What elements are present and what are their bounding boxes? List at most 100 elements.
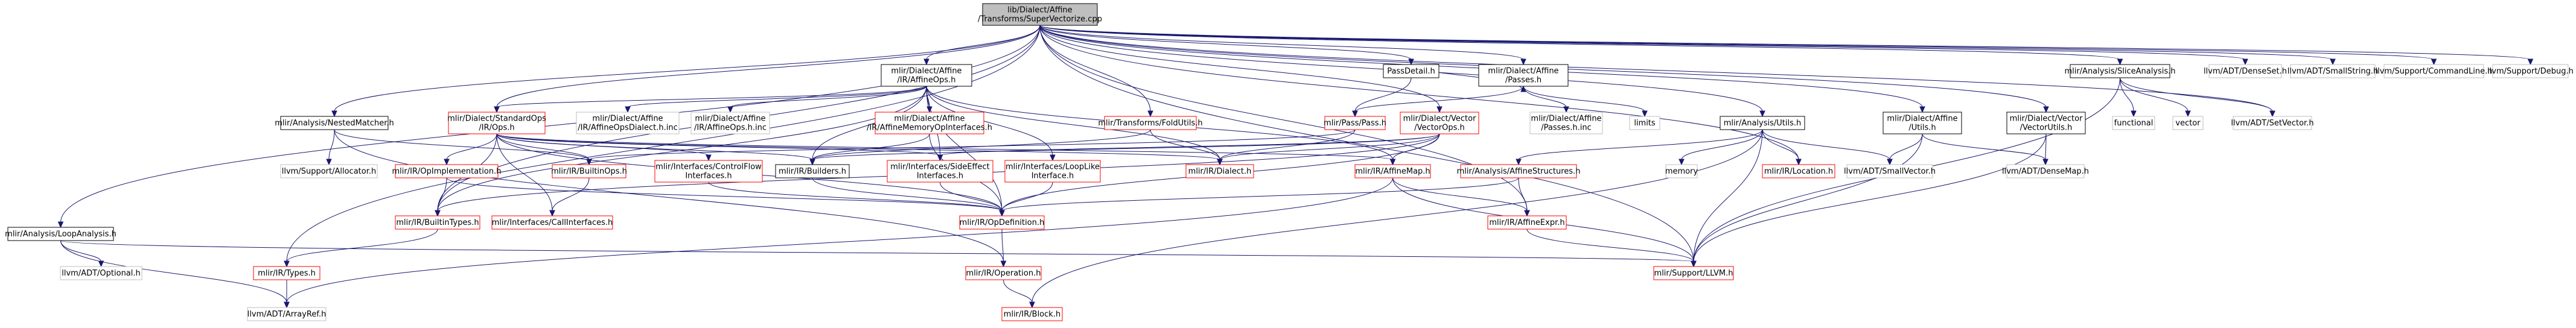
node-label: PassDetail.h <box>1387 67 1435 76</box>
node-passesinc: mlir/Dialect/Affine/Passes.h.inc <box>1529 112 1603 134</box>
edge-root-to-passdetail <box>1039 25 1414 66</box>
node-functional: functional <box>2112 116 2155 130</box>
edge-affinepasses-to-passesinc <box>1523 86 1569 113</box>
node-location[interactable]: mlir/IR/Location.h <box>1762 164 1835 178</box>
node-label: memory <box>1665 167 1698 176</box>
node-affineutils[interactable]: mlir/Dialect/Affine/Utils.h <box>1883 112 1962 134</box>
node-vectorutils[interactable]: mlir/Dialect/Vector/VectorUtils.h <box>2006 112 2086 134</box>
node-nestedmatcher[interactable]: mlir/Analysis/NestedMatcher.h <box>275 116 394 130</box>
node-label: mlir/Pass/Pass.h <box>1324 119 1386 128</box>
edge-affineexpr-to-supportllvm <box>1526 229 1697 268</box>
node-analysisutils[interactable]: mlir/Analysis/Utils.h <box>1720 116 1805 130</box>
node-label: mlir/Interfaces/SideEffect <box>890 163 990 172</box>
node-optional: llvm/ADT/Optional.h <box>60 266 142 280</box>
node-supportllvm[interactable]: mlir/Support/LLVM.h <box>1653 266 1734 280</box>
edge-root-to-affinepasses <box>1039 25 1526 66</box>
node-operation[interactable]: mlir/IR/Operation.h <box>965 266 1042 280</box>
node-vectorops[interactable]: mlir/Dialect/Vector/VectorOps.h <box>1400 112 1479 134</box>
node-label: mlir/Analysis/Utils.h <box>1724 119 1802 128</box>
edge-vectorops-to-sideeffect <box>937 133 1440 162</box>
node-label: mlir/Interfaces/LoopLike <box>1006 163 1100 172</box>
node-builtintypes[interactable]: mlir/IR/BuiltinTypes.h <box>395 215 480 230</box>
node-passpass[interactable]: mlir/Pass/Pass.h <box>1324 116 1386 130</box>
node-label: mlir/IR/OpDefinition.h <box>960 218 1045 227</box>
node-label: mlir/Dialect/Affine <box>1887 115 1957 124</box>
node-label: /Passes.h.inc <box>1541 124 1591 133</box>
edge-affineutils-to-smallvector <box>1887 133 1923 166</box>
node-label: mlir/Interfaces/CallInterfaces.h <box>492 218 613 227</box>
node-root[interactable]: lib/Dialect/Affine/Transforms/SuperVecto… <box>978 3 1102 26</box>
node-label: vector <box>2175 119 2201 128</box>
edge-root-to-looganalysis <box>57 25 1041 229</box>
edge-root-to-debug <box>1039 25 2534 66</box>
node-label: Interfaces.h <box>917 172 963 181</box>
node-affinestructures[interactable]: mlir/Analysis/AffineStructures.h <box>1457 164 1581 178</box>
edge-operation-to-block <box>1003 279 1035 309</box>
node-label: mlir/IR/Location.h <box>1764 167 1833 176</box>
node-label: lib/Dialect/Affine <box>1007 6 1072 15</box>
node-affinemap[interactable]: mlir/IR/AffineMap.h <box>1354 164 1431 178</box>
node-label: mlir/Analysis/NestedMatcher.h <box>275 119 394 128</box>
node-builtinops[interactable]: mlir/IR/BuiltinOps.h <box>551 164 627 178</box>
node-dialect[interactable]: mlir/IR/Dialect.h <box>1185 164 1254 178</box>
node-types[interactable]: mlir/IR/Types.h <box>253 266 320 280</box>
edge-root-to-foldutils <box>1039 25 1153 118</box>
node-smallvector: llvm/ADT/SmallVector.h <box>1844 164 1936 178</box>
edge-looplike-to-opdefinition <box>999 181 1053 217</box>
node-label: llvm/ADT/DenseMap.h <box>2002 167 2089 176</box>
node-sliceanalysis[interactable]: mlir/Analysis/SliceAnalysis.h <box>2064 64 2176 78</box>
edge-affineops-to-looplike <box>926 86 1056 162</box>
node-label: mlir/IR/BuiltinOps.h <box>551 167 627 176</box>
node-allocator: llvm/Support/Allocator.h <box>280 164 378 178</box>
node-label: /IR/AffineOpsDialect.h.inc <box>578 124 678 133</box>
node-label: llvm/ADT/DenseSet.h <box>2204 67 2287 76</box>
node-label: /IR/AffineOps.h <box>897 76 956 85</box>
edge-root-to-nestedmatcher <box>331 25 1041 118</box>
node-standardops[interactable]: mlir/Dialect/StandardOps/IR/Ops.h <box>447 112 546 134</box>
edge-root-to-affineops <box>923 25 1041 66</box>
node-label: mlir/Support/LLVM.h <box>1654 269 1733 278</box>
node-label: mlir/Dialect/Affine <box>592 115 663 124</box>
node-label: Interface.h <box>1031 172 1074 181</box>
node-label: mlir/IR/BuiltinTypes.h <box>396 218 479 227</box>
node-affineopsinc: mlir/Dialect/Affine/IR/AffineOps.h.inc <box>690 112 770 134</box>
node-label: llvm/ADT/SmallVector.h <box>1844 167 1936 176</box>
edge-passpass-to-builtinops <box>586 129 1356 166</box>
node-label: /Transforms/SuperVectorize.cpp <box>978 15 1102 24</box>
edge-standardops-to-opimplementation <box>444 133 497 166</box>
node-label: mlir/IR/AffineMap.h <box>1355 167 1430 176</box>
edge-analysisutils-to-location <box>1762 129 1802 166</box>
node-block[interactable]: mlir/IR/Block.h <box>1001 307 1063 321</box>
edge-analysisutils-to-memory <box>1679 129 1763 166</box>
node-label: mlir/IR/Types.h <box>258 269 316 278</box>
edge-affinepasses-to-limits <box>1523 86 1648 118</box>
node-commandline: llvm/Support/CommandLine.h <box>2375 64 2493 78</box>
node-builders[interactable]: mlir/IR/Builders.h <box>775 164 850 178</box>
node-looganalysis[interactable]: mlir/Analysis/LoopAnalysis.h <box>5 227 116 241</box>
edge-opimplementation-to-builtintypes <box>435 177 447 217</box>
node-label: mlir/Dialect/Affine <box>1488 67 1558 76</box>
node-opdefinition[interactable]: mlir/IR/OpDefinition.h <box>959 215 1045 230</box>
node-label: /IR/AffineMemoryOpInterfaces.h <box>867 124 992 133</box>
edge-builders-to-opdefinition <box>812 177 1005 217</box>
node-affineexpr[interactable]: mlir/IR/AffineExpr.h <box>1487 215 1567 230</box>
edge-sliceanalysis-to-vector <box>2120 77 2191 118</box>
node-opimplementation[interactable]: mlir/IR/OpImplementation.h <box>392 164 502 178</box>
node-label: mlir/Transforms/FoldUtils.h <box>1098 119 1202 128</box>
edge-passdetail-to-passpass <box>1352 77 1412 118</box>
edge-analysisutils-to-affinestructures <box>1516 129 1763 166</box>
edge-types-to-arrayref <box>284 279 290 309</box>
node-foldutils[interactable]: mlir/Transforms/FoldUtils.h <box>1098 116 1203 130</box>
node-passdetail[interactable]: PassDetail.h <box>1383 64 1439 78</box>
node-callinterfaces[interactable]: mlir/Interfaces/CallInterfaces.h <box>491 215 613 230</box>
nodes-layer: lib/Dialect/Affine/Transforms/SuperVecto… <box>5 3 2574 321</box>
node-affineops[interactable]: mlir/Dialect/Affine/IR/AffineOps.h <box>881 64 972 87</box>
node-vector: vector <box>2172 116 2204 130</box>
node-label: mlir/IR/Operation.h <box>966 269 1041 278</box>
node-affinememoryop[interactable]: mlir/Dialect/Affine/IR/AffineMemoryOpInt… <box>867 112 992 134</box>
node-affinepasses[interactable]: mlir/Dialect/Affine/Passes.h <box>1478 64 1569 87</box>
node-label: mlir/IR/Builders.h <box>779 167 846 176</box>
